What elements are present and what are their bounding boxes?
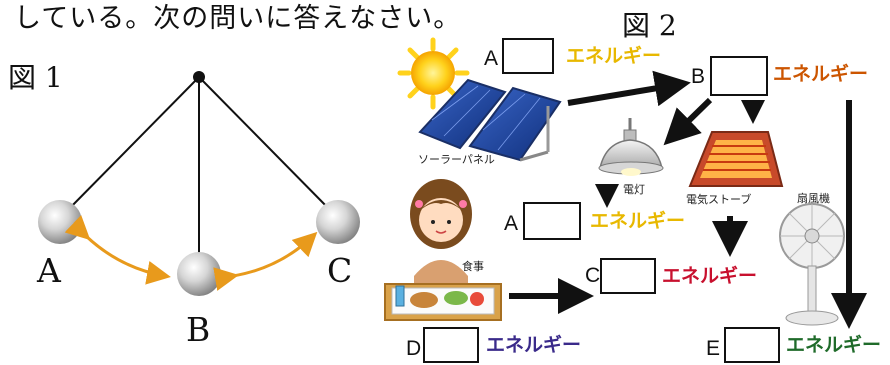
solar-panel-icon	[418, 78, 562, 162]
arrow-solar-to-b	[567, 70, 691, 107]
energy-word-c: エネルギー	[662, 265, 758, 287]
caption-heater: 電気ストーブ	[686, 193, 752, 206]
answer-box-a-mid[interactable]	[523, 202, 581, 240]
ball-label-c: C	[327, 251, 353, 290]
caption-fan: 扇風機	[797, 192, 830, 205]
lamp-icon	[598, 118, 664, 176]
swing-arrow-left	[64, 214, 171, 285]
pivot-point	[193, 71, 205, 83]
answer-box-b[interactable]	[710, 56, 768, 96]
figure2-title: 図 2	[622, 9, 677, 42]
energy-word-b: エネルギー	[773, 63, 869, 85]
energy-word-d: エネルギー	[486, 334, 582, 356]
sun-icon	[397, 37, 470, 110]
ball-b	[177, 252, 221, 296]
blank-label-b: B	[691, 65, 706, 88]
ball-label-a: A	[37, 251, 61, 290]
answer-box-e[interactable]	[724, 327, 780, 363]
energy-word-a-top: エネルギー	[566, 45, 662, 67]
swing-arrow-right	[213, 231, 318, 291]
fan-icon	[779, 203, 845, 326]
blank-label-a-mid: A	[504, 212, 519, 235]
answer-box-a-top[interactable]	[502, 38, 554, 74]
caption-lamp: 電灯	[623, 183, 645, 196]
ball-label-b: B	[186, 310, 211, 349]
arrow-b-to-lamp	[663, 97, 713, 146]
answer-box-c[interactable]	[600, 258, 656, 294]
blank-label-e: E	[706, 337, 721, 360]
energy-word-a-mid: エネルギー	[590, 210, 686, 232]
heater-icon	[688, 131, 784, 187]
figure1-title: 図 1	[8, 61, 63, 94]
ball-c	[316, 200, 360, 244]
blank-label-c: C	[585, 264, 601, 287]
blank-label-d: D	[406, 337, 422, 360]
girl-eating-icon	[384, 179, 502, 321]
caption-solar-panel: ソーラーパネル	[418, 153, 495, 166]
question-text: している。次の問いに答えなさい。	[14, 3, 462, 34]
answer-box-d[interactable]	[423, 327, 479, 363]
energy-word-e: エネルギー	[786, 334, 882, 356]
blank-label-a-top: A	[484, 47, 499, 70]
caption-meal: 食事	[462, 260, 484, 273]
pendulum-string-a	[61, 76, 200, 217]
pendulum-string-c	[198, 76, 337, 217]
